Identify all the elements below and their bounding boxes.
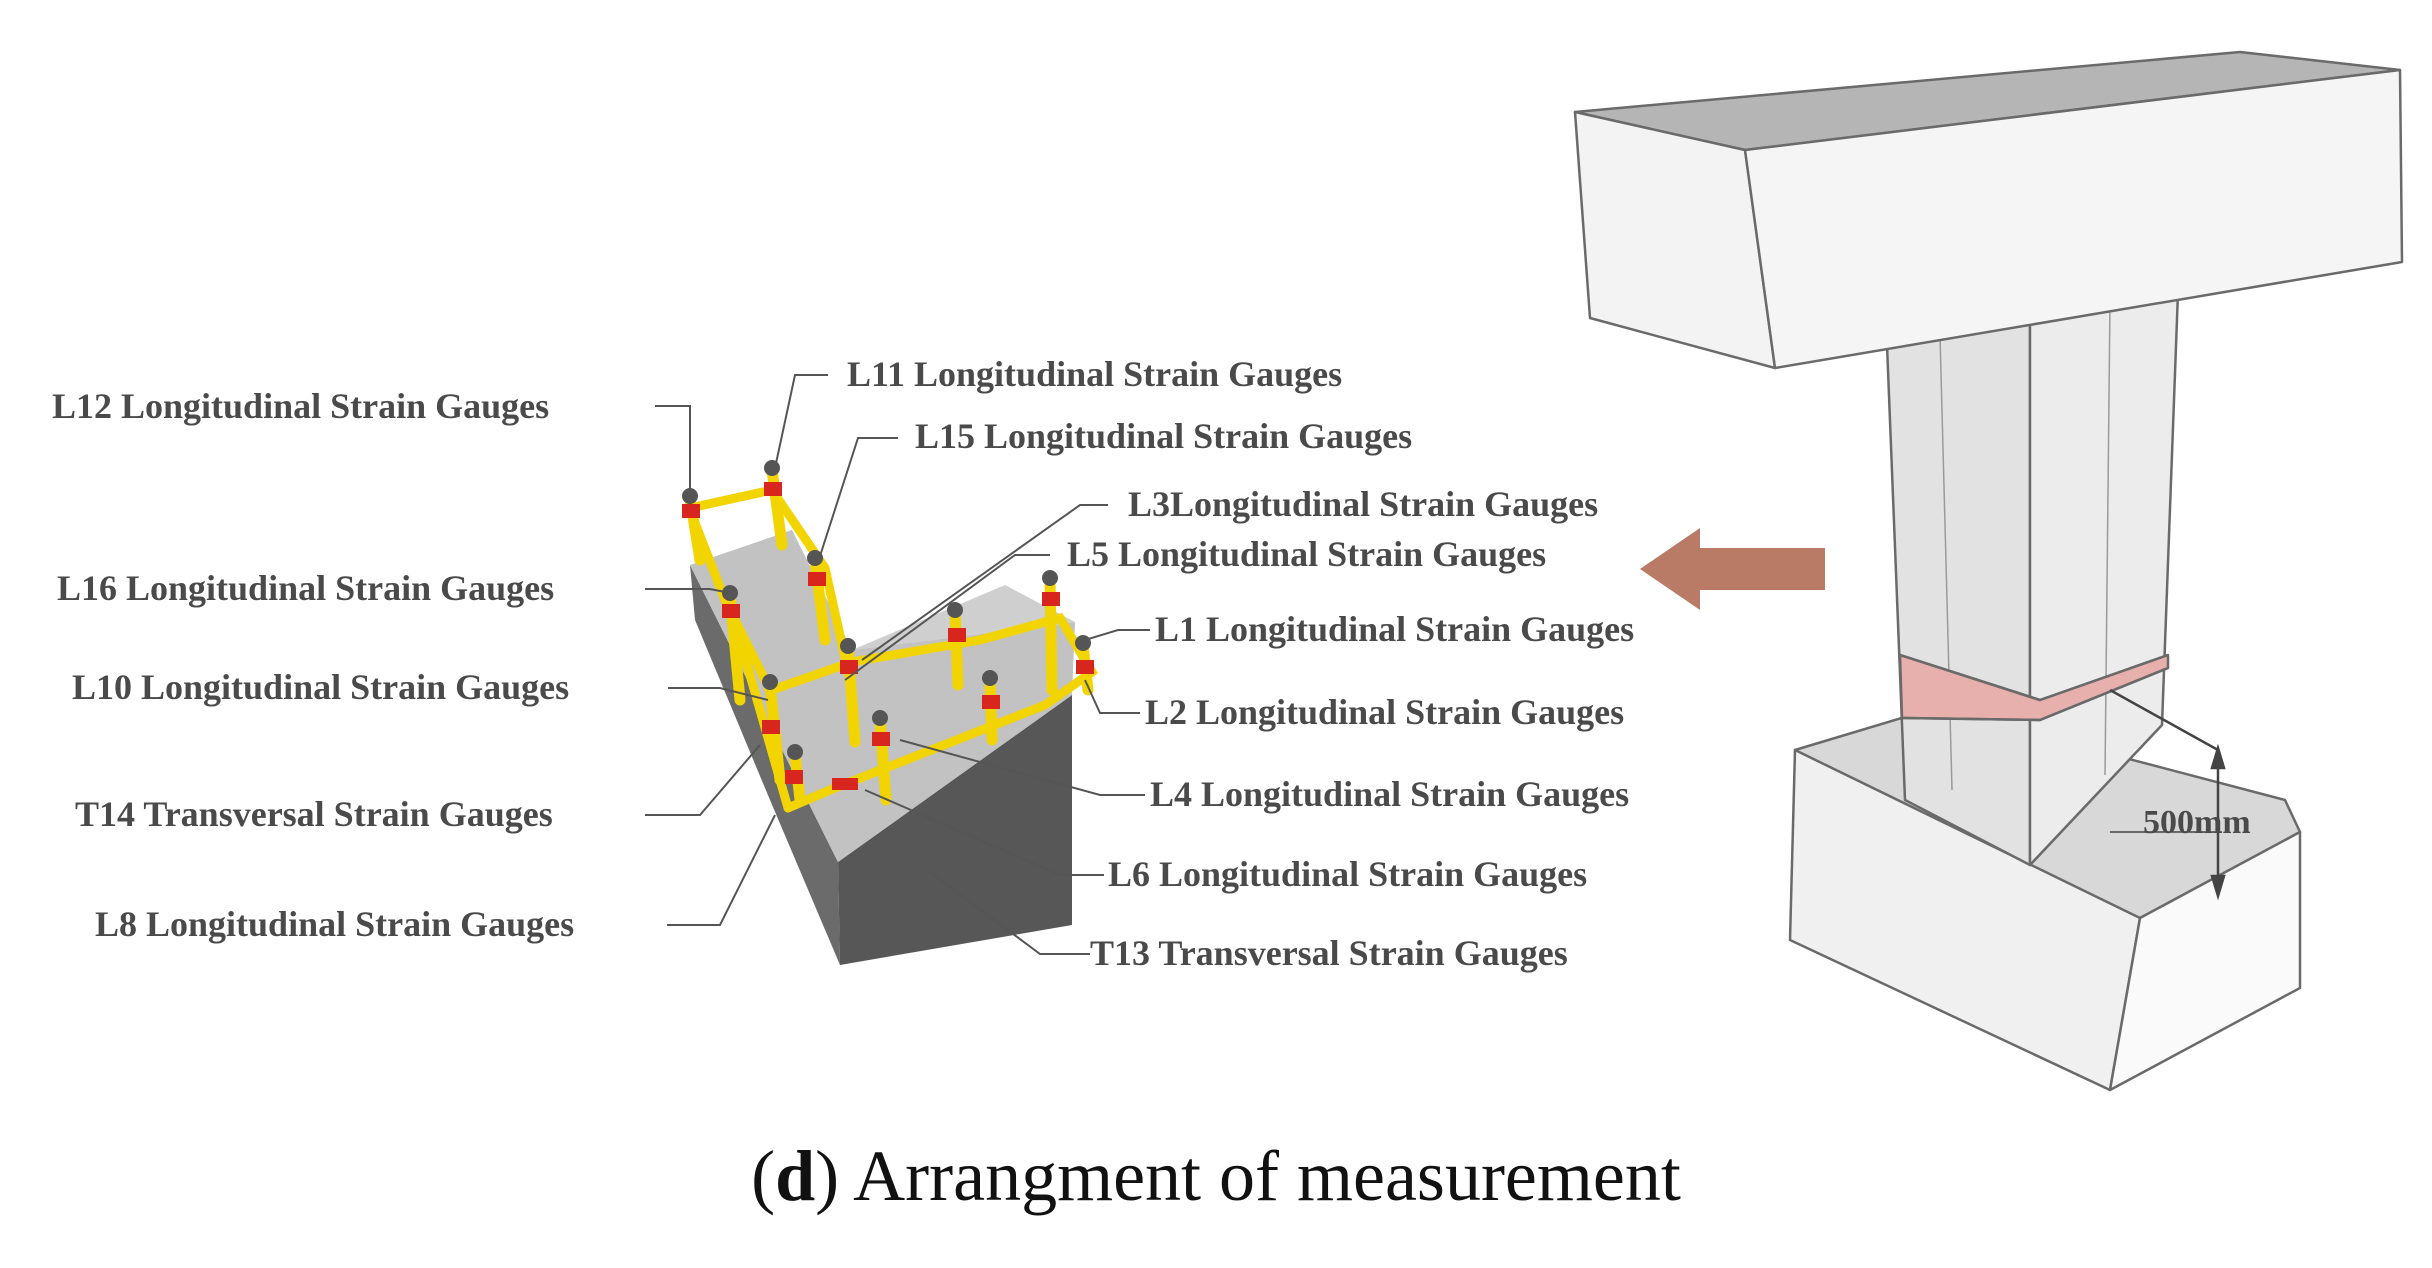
column-section-model — [682, 460, 1098, 965]
gauge-label-l15: L15 Longitudinal Strain Gauges — [915, 416, 1412, 456]
caption-text: Arrangment of measurement — [839, 1136, 1681, 1216]
gauge-label-l12: L12 Longitudinal Strain Gauges — [52, 386, 549, 426]
dimension-label: 500mm — [2143, 804, 2251, 841]
cap-beam-side-face — [1743, 68, 2404, 370]
column-section-left-face — [690, 565, 840, 965]
rebar-end-caps — [682, 460, 1091, 760]
gauge-label-l10: L10 Longitudinal Strain Gauges — [72, 667, 569, 707]
gauge-label-l1: L1 Longitudinal Strain Gauges — [1155, 609, 1634, 649]
leader-lines — [645, 374, 1150, 955]
section-pointer-arrow — [1640, 528, 1825, 610]
column-section-top-face — [690, 530, 1075, 862]
caption-letter: d — [775, 1136, 816, 1216]
gauge-labels: L12 Longitudinal Strain Gauges L11 Longi… — [52, 354, 1634, 973]
gauge-label-t14: T14 Transversal Strain Gauges — [75, 794, 553, 834]
figure-caption: (d) Arrangment of measurement — [751, 1136, 1681, 1216]
gauge-label-l6: L6 Longitudinal Strain Gauges — [1108, 854, 1587, 894]
gauge-label-l16: L16 Longitudinal Strain Gauges — [57, 568, 554, 608]
strain-gauge-markers — [682, 482, 1094, 790]
gauge-label-l11: L11 Longitudinal Strain Gauges — [847, 354, 1342, 394]
column-front-face — [1885, 316, 2032, 867]
gauge-label-l5: L5 Longitudinal Strain Gauges — [1067, 534, 1546, 574]
gauge-label-l4: L4 Longitudinal Strain Gauges — [1150, 774, 1629, 814]
foundation-side-face — [2108, 830, 2302, 1092]
dimension-marker — [2109, 688, 2226, 901]
gauge-label-t13: T13 Transversal Strain Gauges — [1090, 933, 1568, 973]
gauge-label-l8: L8 Longitudinal Strain Gauges — [95, 904, 574, 944]
gauge-label-l2: L2 Longitudinal Strain Gauges — [1145, 692, 1624, 732]
gauge-label-l3: L3Longitudinal Strain Gauges — [1128, 484, 1598, 524]
t-specimen-model — [1573, 50, 2404, 1092]
